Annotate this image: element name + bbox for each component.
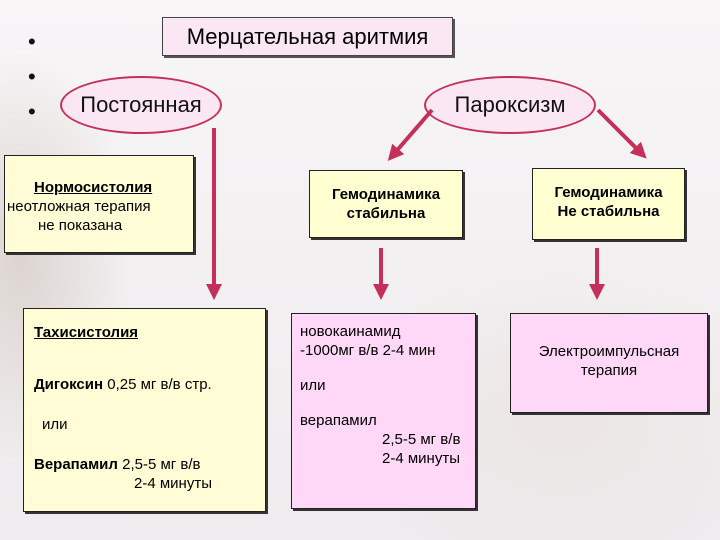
electro-line2: терапия [580, 362, 638, 379]
novo-dose: 2,5-5 мг в/в [382, 431, 461, 448]
hemo-unstable-line1: Гемодинамика [554, 184, 663, 201]
novo-or: или [300, 377, 326, 394]
ellipse-paroxysm: Пароксизм [424, 76, 596, 134]
bullet-list: • • • [28, 24, 36, 129]
box-novocainamide: новокаинамид -1000мг в/в 2-4 мин или вер… [291, 313, 476, 509]
tachy-digoxin: Дигоксин 0,25 мг в/в стр. [34, 375, 265, 394]
electro-line1: Электроимпульсная [538, 343, 680, 360]
novo-line1: новокаинамид [300, 323, 401, 340]
bullet-1: • [28, 29, 36, 54]
verapamil-time: 2-4 минуты [134, 475, 212, 492]
novo-verapamil: верапамил [300, 412, 377, 429]
box-electropulse-therapy: Электроимпульсная терапия [510, 313, 708, 413]
normo-line1: неотложная терапия [7, 198, 151, 215]
normo-heading: Нормосистолия [34, 179, 153, 196]
bullet-3: • [28, 99, 36, 124]
verapamil-name: Верапамил [34, 456, 118, 473]
digoxin-name: Дигоксин [34, 376, 104, 393]
novo-time: 2-4 минуты [382, 450, 460, 467]
tachy-verapamil: Верапамил 2,5-5 мг в/в [34, 455, 265, 474]
box-normosystole: Нормосистолия неотложная терапия не пока… [4, 155, 194, 253]
digoxin-dose: 0,25 мг в/в стр. [107, 376, 212, 393]
normo-line2: не показана [38, 217, 123, 234]
diagram-title: Мерцательная аритмия [162, 17, 453, 56]
bullet-2: • [28, 64, 36, 89]
box-tachysystole: Тахисистолия Дигоксин 0,25 мг в/в стр. и… [23, 308, 266, 512]
box-hemodynamics-unstable: Гемодинамика Не стабильна [532, 168, 685, 240]
box-hemodynamics-stable: Гемодинамика стабильна [309, 170, 463, 238]
arrow-paroxysm-to-unstable [596, 108, 647, 159]
novo-line2: -1000мг в/в 2-4 мин [300, 342, 436, 359]
ellipse-permanent: Постоянная [60, 76, 222, 134]
hemo-unstable-line2: Не стабильна [557, 203, 660, 220]
arrow-paroxysm-to-stable [387, 108, 434, 162]
hemo-stable-line1: Гемодинамика [331, 186, 441, 203]
tachy-heading: Тахисистолия [34, 324, 139, 341]
hemo-stable-line2: стабильна [346, 205, 426, 222]
verapamil-dose: 2,5-5 мг в/в [122, 456, 201, 473]
tachy-or: или [42, 416, 68, 433]
